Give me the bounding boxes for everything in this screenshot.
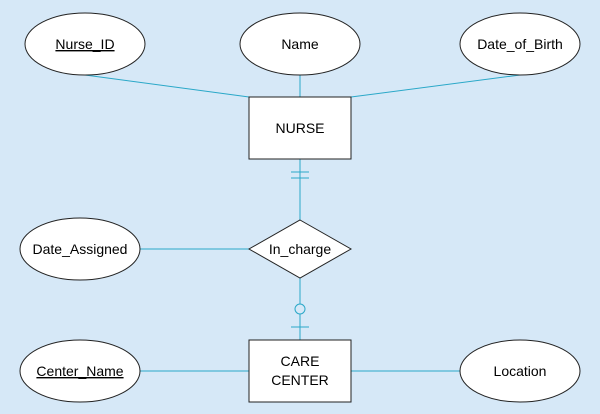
attribute-location-ellipse	[459, 339, 581, 403]
mandatory-one-mark	[291, 171, 309, 179]
attribute-date-of-birth-ellipse	[459, 12, 581, 76]
entity-care-center-label-line1: CARE	[281, 353, 320, 369]
relationship-in-charge[interactable]: In_charge	[247, 219, 353, 279]
attribute-date-assigned[interactable]: Date_Assigned	[19, 217, 141, 281]
attribute-date-of-birth[interactable]: Date_of_Birth	[459, 12, 581, 76]
relationship-label: In_charge	[269, 241, 331, 257]
attribute-center-name-ellipse	[19, 339, 141, 403]
attribute-center-name[interactable]: Center_Name	[19, 339, 141, 403]
entity-care-center-box	[248, 339, 352, 403]
attribute-date-assigned-ellipse	[19, 217, 141, 281]
entity-nurse-label: NURSE	[275, 120, 324, 136]
attribute-nurse-id-ellipse	[24, 12, 146, 76]
attribute-location-label: Location	[494, 363, 547, 379]
attribute-name-ellipse	[239, 12, 361, 76]
attribute-nurse-id-label: Nurse_ID	[55, 36, 114, 52]
attribute-name[interactable]: Name	[239, 12, 361, 76]
attribute-date-assigned-label: Date_Assigned	[33, 241, 128, 257]
attribute-date-of-birth-label: Date_of_Birth	[477, 36, 563, 52]
attribute-center-name-label: Center_Name	[36, 363, 123, 379]
entity-care-center-label-line2: CENTER	[271, 372, 329, 388]
entity-care-center[interactable]: CARE CENTER	[248, 339, 352, 403]
entity-nurse[interactable]: NURSE	[248, 96, 352, 160]
connector-date-of-birth	[350, 74, 521, 98]
optional-one-mark	[291, 303, 309, 328]
connector-nurse-id	[84, 74, 250, 98]
attribute-name-label: Name	[281, 36, 319, 52]
attribute-location[interactable]: Location	[459, 339, 581, 403]
connectors	[84, 74, 521, 372]
attribute-nurse-id[interactable]: Nurse_ID	[24, 12, 146, 76]
entity-nurse-box	[248, 96, 352, 160]
relationship-diamond	[247, 219, 353, 279]
